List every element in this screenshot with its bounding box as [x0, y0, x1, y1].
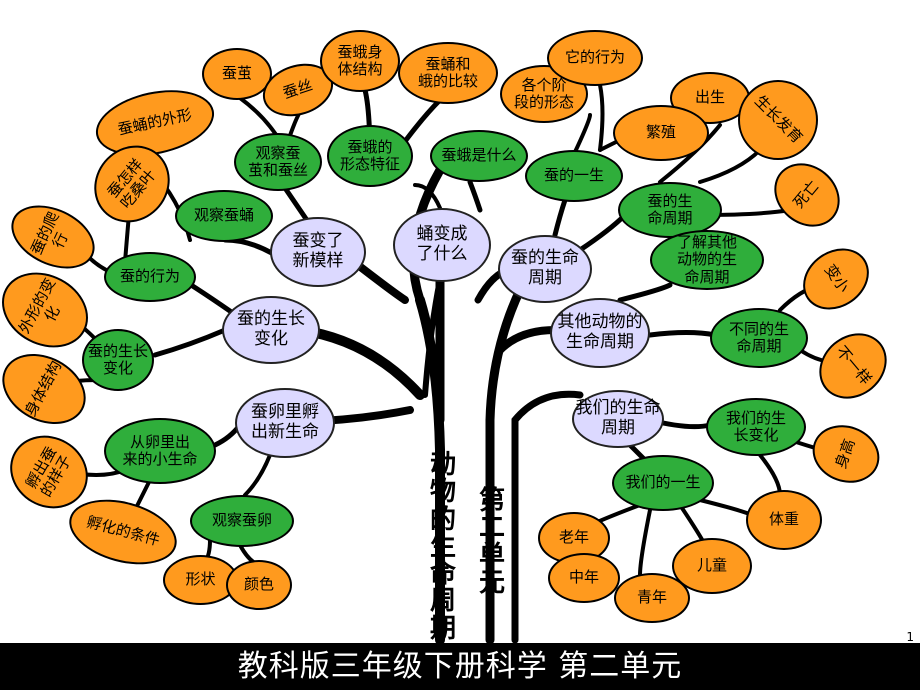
branch-8 [422, 277, 443, 398]
node-l-can-zhang: 蚕的生长 变化 [222, 296, 320, 364]
branch-30 [413, 183, 442, 210]
branch-25 [243, 453, 272, 497]
node-l-qita-zhouqi: 其他动物的 生命周期 [550, 298, 650, 368]
node-l-can-bianle: 蚕变了 新模样 [270, 217, 366, 287]
branch-33 [573, 113, 592, 154]
footer-bar: 教科版三年级下册科学 第二单元 [0, 643, 920, 690]
node-qingnian: 青年 [614, 573, 690, 623]
branch-34 [598, 83, 605, 152]
node-guancha-jiansi: 观察蚕 茧和蚕丝 [234, 133, 322, 191]
node-can-yisheng: 蚕的一生 [525, 150, 623, 202]
branch-36 [577, 212, 628, 253]
node-zhongnian: 中年 [548, 553, 620, 603]
branch-40 [617, 282, 673, 303]
branch-0 [415, 295, 445, 645]
node-liaojie-qita: 了解其他 动物的生 命周期 [650, 230, 764, 290]
branch-4 [511, 390, 584, 644]
node-xingzhuang: 形状 [163, 555, 238, 605]
node-l-luanli-fu: 蚕卵里孵 出新生命 [235, 388, 335, 458]
node-ertong: 儿童 [672, 538, 752, 594]
title-right-vertical: 第二单元 [478, 486, 505, 598]
node-women-bianhua: 我们的生 长变化 [706, 398, 806, 456]
page-number: 1 [906, 630, 914, 644]
node-can-xingwei: 蚕的行为 [104, 252, 196, 302]
node-l-women-zhouqi: 我们的生命 周期 [572, 390, 664, 448]
branch-3 [485, 285, 525, 645]
node-yonghe-bijiao: 蚕蛹和 蛾的比较 [398, 42, 498, 104]
node-yanse: 颜色 [226, 560, 292, 610]
branch-31 [467, 179, 483, 213]
branch-38 [698, 148, 762, 184]
node-e-shi-shenme: 蚕蛾是什么 [430, 130, 528, 182]
node-butong-zhouqi: 不同的生 命周期 [710, 308, 808, 368]
node-guancha-yong: 观察蚕蛹 [175, 190, 273, 242]
node-l-can-zhouqi: 蚕的生命 周期 [498, 235, 592, 303]
branch-41 [647, 330, 718, 338]
node-fanzhi: 繁殖 [613, 105, 709, 161]
node-eshen: 蚕蛾身 体结构 [320, 30, 400, 92]
branch-51 [698, 498, 754, 517]
branch-19 [152, 327, 228, 358]
branch-32 [552, 197, 568, 238]
node-e-xingtai: 蚕蛾的 形态特征 [327, 125, 413, 187]
branch-14 [222, 237, 278, 258]
node-cong-luanli: 从卵里出 来的小生命 [104, 418, 216, 484]
branch-5 [295, 325, 425, 400]
node-guancha-luan: 观察蚕卵 [190, 495, 294, 547]
node-can-shengzhang-bianhua: 蚕的生长 变化 [82, 329, 154, 391]
title-left-vertical: 动物的生命周期 [429, 450, 456, 644]
branch-9 [496, 326, 559, 354]
node-l-yong-bian: 蛹变成 了什么 [393, 208, 491, 282]
node-tizhong: 体重 [746, 490, 822, 550]
node-women-yisheng: 我们的一生 [612, 455, 714, 511]
node-ta-xingwei: 它的行为 [547, 30, 643, 86]
node-canjian: 蚕茧 [202, 48, 272, 100]
branch-47 [758, 453, 782, 497]
branch-49 [638, 508, 652, 577]
